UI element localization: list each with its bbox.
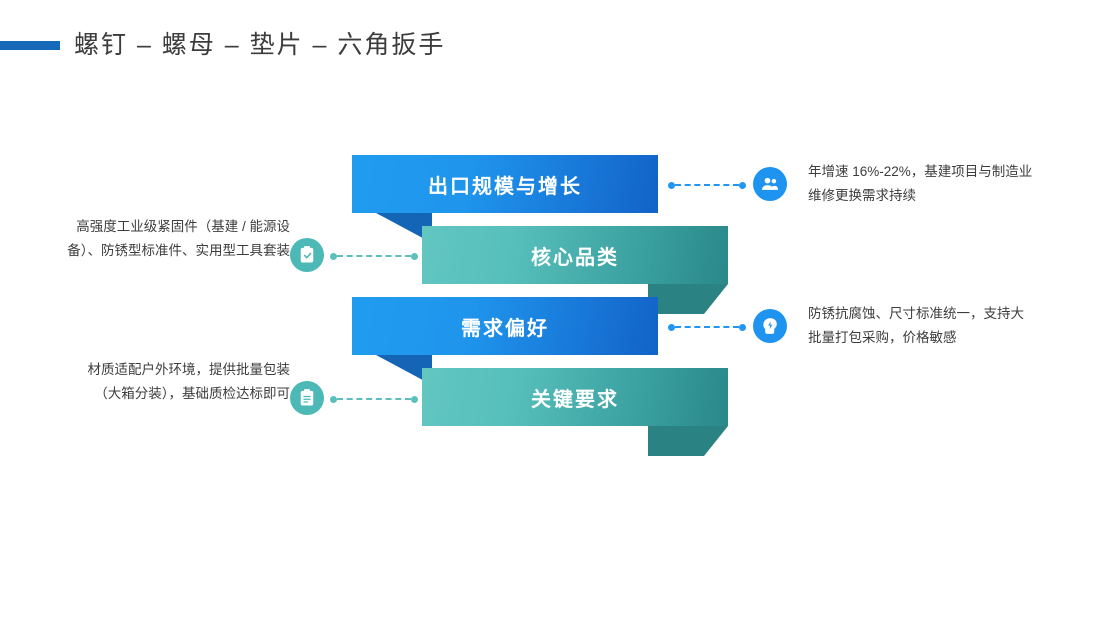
banner-fold-tail	[648, 426, 728, 456]
connector-dot-end	[739, 323, 746, 331]
connector-row-4	[330, 395, 418, 403]
caption-row-4: 材质适配户外环境，提供批量包装（大箱分装），基础质检达标即可	[87, 362, 291, 401]
header-accent-bar	[0, 40, 60, 50]
page-header: 螺钉 – 螺母 – 垫片 – 六角扳手	[0, 26, 445, 64]
banner-fold-tail	[352, 213, 432, 243]
banner-fold-tail	[352, 355, 432, 385]
caption-row-3: 防锈抗腐蚀、尺寸标准统一，支持大批量打包采购，价格敏感	[808, 306, 1024, 345]
caption-row-2: 高强度工业级紧固件（基建 / 能源设备）、防锈型标准件、实用型工具套装	[67, 219, 290, 258]
connector-dot-end	[411, 252, 418, 260]
banner-label: 关键要求	[531, 388, 619, 411]
idea-head-icon[interactable]	[753, 309, 787, 343]
connector-line	[337, 255, 411, 257]
connector-dot-end	[739, 181, 746, 189]
banner-label: 出口规模与增长	[428, 175, 582, 198]
banner-label: 核心品类	[531, 246, 619, 269]
clipboard-lines-icon[interactable]	[290, 381, 324, 415]
banner-row-4[interactable]: 关键要求	[422, 368, 728, 456]
banner-body	[352, 155, 658, 213]
connector-dot-start	[668, 323, 675, 331]
page-title: 螺钉 – 螺母 – 垫片 – 六角扳手	[74, 30, 446, 59]
users-icon[interactable]	[753, 167, 787, 201]
connector-dot-start	[330, 395, 337, 403]
banner-label: 需求偏好	[461, 317, 549, 340]
connector-line	[337, 398, 411, 400]
connector-line	[675, 184, 739, 186]
banner-row-3[interactable]: 需求偏好	[352, 297, 658, 385]
banner-row-1[interactable]: 出口规模与增长	[352, 155, 658, 243]
clipboard-check-icon[interactable]	[290, 238, 324, 272]
banner-body	[422, 226, 728, 284]
banner-body	[422, 368, 728, 426]
connector-dot-start	[668, 181, 675, 189]
banner-fold-tail	[648, 284, 728, 314]
connector-line	[675, 326, 739, 328]
connector-row-2	[330, 252, 418, 260]
connector-dot-end	[411, 395, 418, 403]
banner-row-2[interactable]: 核心品类	[422, 226, 728, 314]
caption-row-1: 年增速 16%-22%，基建项目与制造业维修更换需求持续	[808, 164, 1033, 203]
connector-row-3	[668, 323, 746, 331]
connector-dot-start	[330, 252, 337, 260]
connector-row-1	[668, 181, 746, 189]
banner-body	[352, 297, 658, 355]
